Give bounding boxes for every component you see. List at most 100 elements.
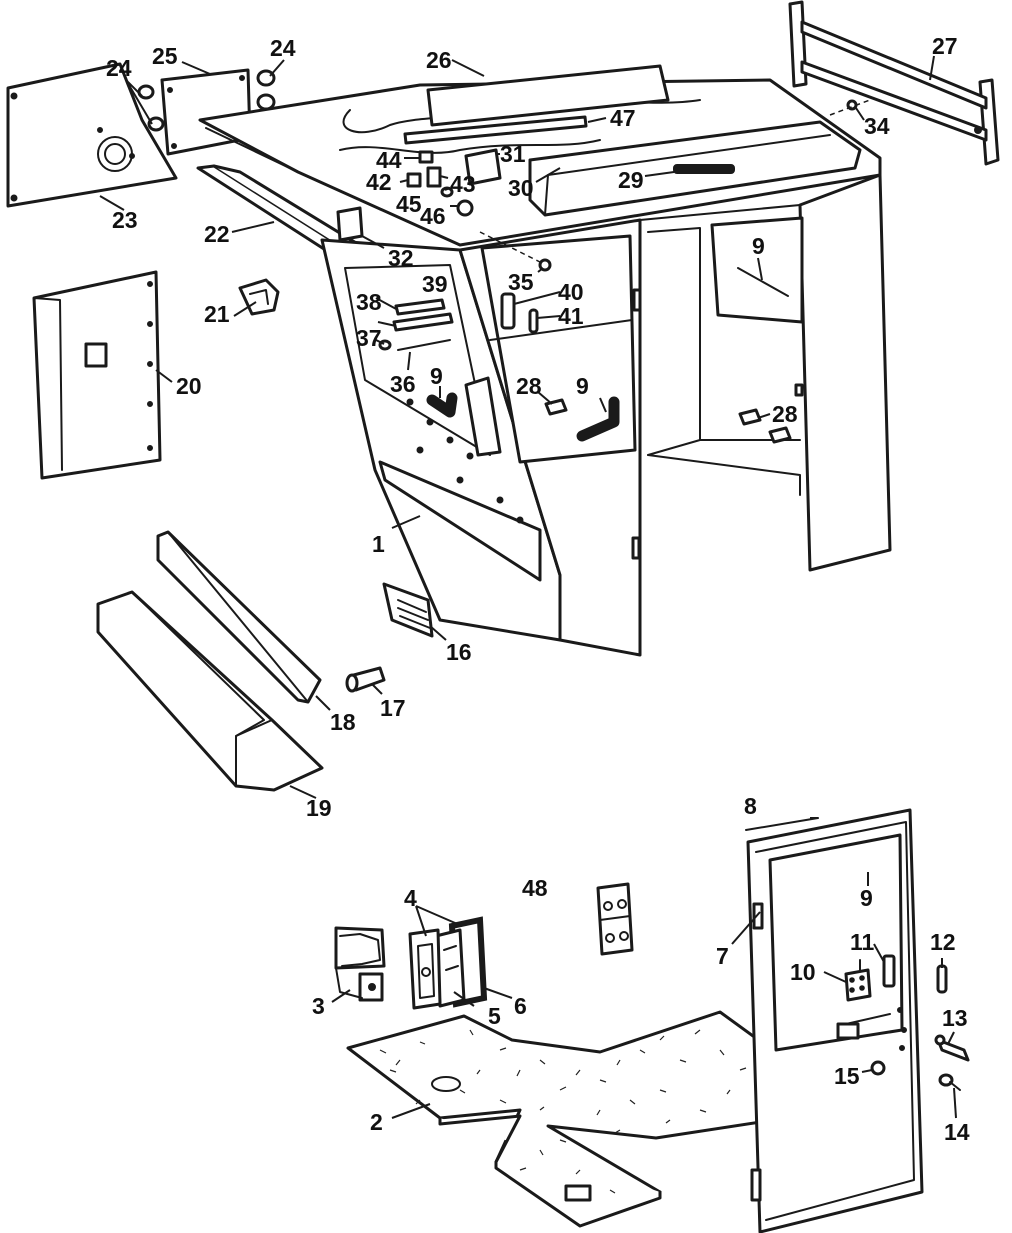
part-47-trim-strip (403, 115, 588, 145)
part-10-lock-plate (844, 959, 872, 1002)
callout-17: 17 (380, 695, 406, 721)
callout-35: 35 (508, 269, 534, 295)
callout-9-door: 9 (860, 885, 873, 911)
callout-13: 13 (942, 1005, 968, 1031)
part-2-floor-mat (346, 1010, 854, 1228)
callout-34: 34 (864, 113, 890, 139)
callout-43: 43 (450, 171, 476, 197)
callout-24-right: 24 (270, 35, 296, 61)
part-29-console-light (673, 164, 735, 174)
part-34-pin (829, 99, 871, 116)
part-40-latch (500, 292, 516, 330)
callout-32: 32 (388, 245, 414, 271)
part-41-pin (528, 308, 539, 334)
callout-48: 48 (522, 875, 548, 901)
cab-grab-handle (464, 376, 502, 457)
part-14-key (938, 1073, 961, 1091)
part-12-pin (936, 964, 948, 994)
callout-26: 26 (426, 47, 452, 73)
part-8-door-seal (745, 817, 819, 831)
part-7-door (746, 808, 924, 1233)
part-9-grip-front (576, 396, 620, 442)
part-36-seal (397, 339, 451, 351)
callout-47: 47 (610, 105, 636, 131)
callout-1: 1 (372, 531, 385, 557)
callout-12: 12 (930, 929, 956, 955)
part-42-nut (406, 172, 422, 188)
callout-38: 38 (356, 289, 382, 315)
callout-10: 10 (790, 959, 816, 985)
callout-3: 3 (312, 993, 325, 1019)
callout-23: 23 (112, 207, 138, 233)
part-18-duct-cover (156, 530, 322, 704)
callout-31: 31 (500, 141, 526, 167)
callout-22: 22 (204, 221, 230, 247)
part-31-bracket (464, 148, 502, 186)
callout-29: 29 (618, 167, 644, 193)
callout-5: 5 (488, 1003, 501, 1029)
part-25-cover-plate (160, 68, 252, 156)
part-4-mirror-housing (408, 928, 442, 1010)
callout-44: 44 (376, 147, 402, 173)
callout-39: 39 (422, 271, 448, 297)
part-39-strip (394, 298, 446, 316)
part-19-tray (96, 590, 324, 792)
callout-4: 4 (404, 885, 417, 911)
callout-9-left: 9 (430, 363, 443, 389)
callout-46: 46 (420, 203, 446, 229)
callout-36: 36 (390, 371, 416, 397)
part-48-hinge-plate (596, 882, 634, 956)
part-35-grommet (479, 231, 552, 272)
part-11-handle (882, 954, 896, 988)
part-17-knob (345, 666, 386, 693)
callout-28-front: 28 (516, 373, 542, 399)
part-23-side-panel (6, 62, 178, 208)
callout-8: 8 (744, 793, 757, 819)
leader-lines (99, 55, 957, 1119)
callout-2: 2 (370, 1109, 383, 1135)
callout-25: 25 (152, 43, 178, 69)
callout-24-left: 24 (106, 55, 132, 81)
part-1-cab-body (320, 173, 892, 657)
part-20-side-cover (32, 270, 162, 480)
part-13-latch-handle (934, 1034, 970, 1062)
part-24-plug-right (256, 69, 276, 111)
callout-41: 41 (558, 303, 584, 329)
callout-11: 11 (850, 929, 875, 955)
callout-40: 40 (558, 279, 584, 305)
part-9-grip-right-window (737, 267, 789, 297)
callout-42: 42 (366, 169, 392, 195)
part-38-strip (392, 312, 454, 332)
callout-45: 45 (396, 191, 422, 217)
callout-18: 18 (330, 709, 356, 735)
callout-28-right: 28 (772, 401, 798, 427)
part-3-grab-handle (334, 926, 386, 1002)
part-16-vent-grille (382, 582, 434, 638)
callout-14: 14 (944, 1119, 970, 1145)
callout-21: 21 (204, 301, 230, 327)
part-46-knob (456, 199, 474, 217)
callout-6: 6 (514, 993, 527, 1019)
part-28-clip-right-a (738, 408, 762, 426)
part-32-bracket (336, 206, 364, 242)
part-28-clip-right-b (768, 426, 792, 444)
part-45-washer (440, 186, 454, 198)
callout-30: 30 (508, 175, 534, 201)
part-43-clip (426, 166, 442, 188)
callout-9-window: 9 (752, 233, 765, 259)
part-9-grip-left (426, 392, 458, 418)
part-26-roof-rail (426, 64, 670, 127)
callout-20: 20 (176, 373, 202, 399)
callout-19: 19 (306, 795, 332, 821)
callout-16: 16 (446, 639, 472, 665)
part-15-button (870, 1060, 886, 1076)
callout-15: 15 (834, 1063, 860, 1089)
part-27-rear-frame (788, 0, 1000, 166)
callout-37: 37 (356, 325, 382, 351)
callout-27: 27 (932, 33, 958, 59)
callout-7: 7 (716, 943, 729, 969)
callout-labels: 1 2 3 4 5 6 7 8 9 9 9 9 10 11 12 13 14 1… (106, 33, 970, 1145)
callout-9-front: 9 (576, 373, 589, 399)
part-44-nut (418, 150, 434, 164)
